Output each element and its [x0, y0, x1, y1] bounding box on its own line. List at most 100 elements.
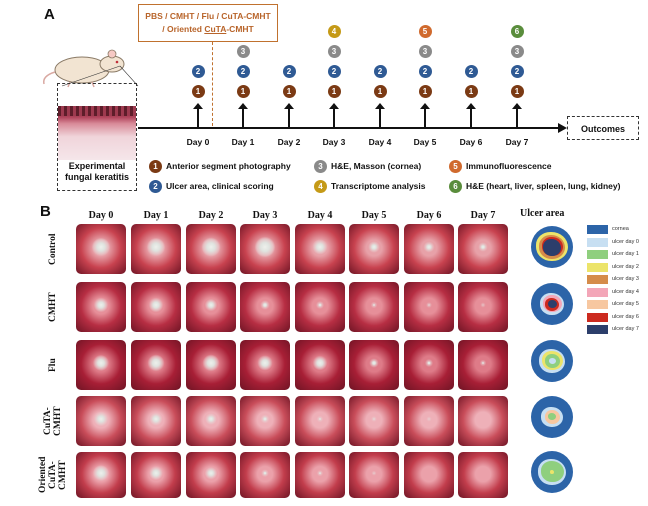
step-badge-2: 2	[236, 65, 250, 78]
legend-swatch	[587, 237, 608, 247]
cornea-photo	[131, 452, 181, 498]
ulcer-legend-entry: ulcer day 0	[587, 237, 647, 249]
step-badge-1: 1	[327, 85, 341, 98]
cornea-photo	[295, 396, 345, 446]
ulcer-legend-entry: ulcer day 4	[587, 287, 647, 299]
legend-label: ulcer day 6	[612, 313, 639, 320]
legend-label: ulcer day 4	[612, 288, 639, 295]
cornea-photo	[76, 452, 126, 498]
column-header: Day 0	[88, 210, 114, 221]
legend-swatch	[587, 275, 608, 284]
treatment-groups-box: PBS / CMHT / Flu / CuTA-CMHT / Oriented …	[138, 4, 278, 42]
day-label: Day 0	[186, 137, 210, 147]
ulcer-legend-entry: ulcer day 5	[587, 299, 647, 311]
cornea-photo	[76, 282, 126, 332]
step-badge-3: 3	[510, 45, 524, 58]
step-badge-5: 5	[418, 25, 432, 38]
ulcer-region	[550, 470, 554, 474]
cornea-photo	[76, 224, 126, 274]
timeline-tick	[242, 121, 244, 127]
step-badge-2: 2	[191, 65, 205, 78]
cornea-photo	[404, 396, 454, 446]
cornea-photo	[349, 282, 399, 332]
up-arrow	[512, 103, 522, 122]
legend-label: ulcer day 3	[612, 276, 639, 282]
cornea-photo	[349, 340, 399, 390]
tissue-surface	[58, 106, 136, 116]
step-badge-1: 1	[464, 85, 478, 98]
ulcer-region	[548, 413, 556, 420]
legend-label: ulcer day 7	[612, 326, 639, 332]
column-header: Day 5	[361, 210, 387, 221]
cornea-photo	[240, 282, 290, 332]
ulcer-area-map	[531, 283, 573, 325]
step-badge-1: 1	[191, 85, 205, 98]
cornea-photo	[295, 224, 345, 274]
row-header: Flu	[48, 358, 58, 372]
step-badge-4: 4	[327, 25, 341, 38]
cornea-photo	[295, 452, 345, 498]
ulcer-legend-entry: ulcer day 2	[587, 262, 647, 274]
legend-swatch	[587, 262, 608, 272]
cornea-photo	[186, 224, 236, 274]
cornea-photo	[186, 282, 236, 332]
cornea-photo	[404, 452, 454, 498]
cornea-photo	[131, 396, 181, 446]
legend-swatch	[587, 225, 608, 234]
cornea-photo	[458, 282, 508, 332]
ulcer-region	[543, 239, 561, 256]
corneal-tissue-illustration	[58, 108, 136, 160]
cornea-photo	[458, 396, 508, 446]
step-badge-2: 2	[327, 65, 341, 78]
column-header: Day 6	[416, 210, 442, 221]
treatment-line-1: PBS / CMHT / Flu / CuTA-CMHT	[145, 11, 271, 21]
cornea-photo	[349, 224, 399, 274]
day-label: Day 3	[322, 137, 346, 147]
ulcer-legend-entry: ulcer day 3	[587, 274, 647, 286]
cornea-photo	[76, 396, 126, 446]
ulcer-region	[549, 358, 556, 364]
legend-label: ulcer day 0	[612, 238, 639, 245]
step-badge-1: 1	[282, 85, 296, 98]
cornea-photo	[295, 340, 345, 390]
day-label: Day 1	[231, 137, 255, 147]
cornea-photo	[240, 224, 290, 274]
row-header: CuTA- CMHT	[43, 406, 63, 436]
timeline-tick	[197, 121, 199, 127]
row-header: Oriented CuTA-CMHT	[38, 456, 68, 494]
cornea-photo	[404, 282, 454, 332]
step-badge-3: 3	[327, 45, 341, 58]
cornea-photo	[131, 224, 181, 274]
step-badge-2: 2	[464, 65, 478, 78]
cornea-photo	[186, 396, 236, 446]
step-badge-6: 6	[510, 25, 524, 38]
treatment-line-2: / Oriented CuTA-CMHT	[162, 24, 254, 34]
timeline-arrowhead	[558, 123, 567, 133]
cornea-photo	[349, 452, 399, 498]
column-header: Day 4	[307, 210, 333, 221]
day-label: Day 6	[459, 137, 483, 147]
legend-label: cornea	[612, 226, 629, 232]
up-arrow	[420, 103, 430, 122]
step-badge-2: 2	[373, 65, 387, 78]
cornea-photo	[240, 396, 290, 446]
up-arrow	[375, 103, 385, 122]
up-arrow	[466, 103, 476, 122]
row-header: Control	[48, 233, 58, 265]
ulcer-area-map	[531, 226, 573, 268]
ulcer-legend-entry: ulcer day 7	[587, 324, 647, 336]
ulcer-region	[548, 300, 557, 308]
ulcer-area-map	[531, 451, 573, 493]
timeline-axis	[138, 127, 560, 129]
column-header: Day 2	[198, 210, 224, 221]
step-badge-2: 2	[282, 65, 296, 78]
ulcer-legend-entry: ulcer day 6	[587, 312, 647, 324]
legend-swatch	[587, 325, 608, 334]
ulcer-area-title: Ulcer area	[520, 208, 565, 219]
step-badge-1: 1	[418, 85, 432, 98]
